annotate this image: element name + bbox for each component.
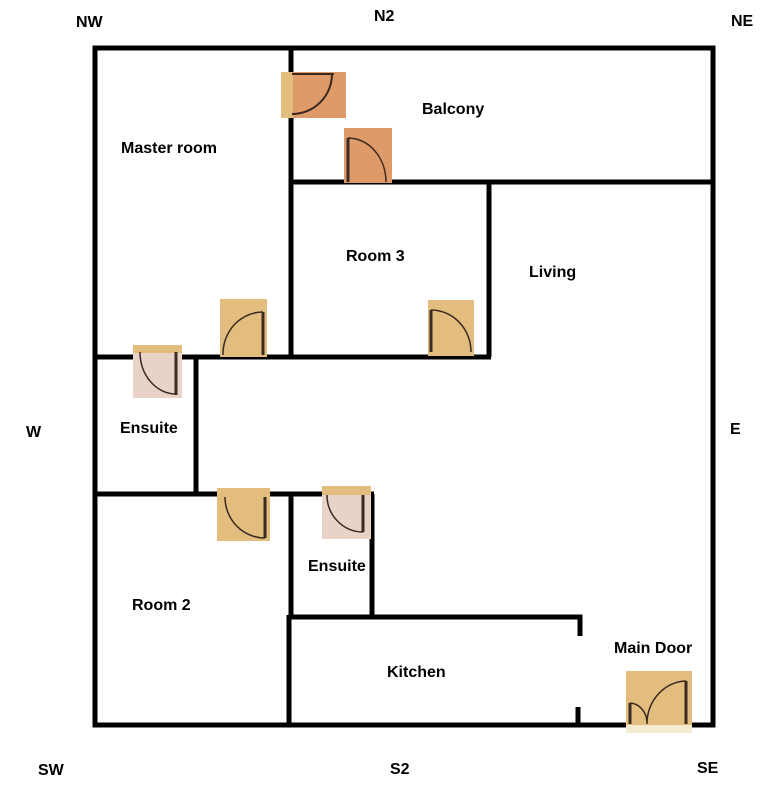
room-label-room2: Room 2 — [132, 597, 191, 614]
compass-s: S2 — [390, 761, 410, 778]
compass-w: W — [26, 424, 42, 441]
room-label-room3: Room 3 — [346, 248, 405, 265]
compass-n: N2 — [374, 8, 395, 25]
door-room2 — [217, 488, 270, 541]
door-main — [626, 671, 692, 733]
door-room3 — [428, 300, 474, 356]
room-label-ensuite2: Ensuite — [308, 558, 366, 575]
door-master-room — [220, 299, 267, 357]
door-ensuite2 — [322, 486, 371, 539]
room-label-main-door: Main Door — [614, 640, 693, 657]
room-label-balcony: Balcony — [422, 101, 485, 118]
compass-se: SE — [697, 760, 719, 777]
outer-wall — [92, 45, 716, 728]
door-ensuite1 — [133, 345, 182, 398]
compass-ne: NE — [731, 13, 754, 30]
compass-sw: SW — [38, 762, 64, 779]
door-balcony — [344, 128, 392, 183]
room-label-ensuite1: Ensuite — [120, 420, 178, 437]
kitchen-top-wall — [289, 614, 583, 636]
room-label-living: Living — [529, 264, 577, 281]
room-label-kitchen: Kitchen — [387, 664, 446, 681]
room-label-master: Master room — [121, 140, 218, 157]
door-master-balcony — [281, 72, 346, 118]
compass-nw: NW — [76, 14, 103, 31]
compass-e: E — [730, 421, 741, 438]
